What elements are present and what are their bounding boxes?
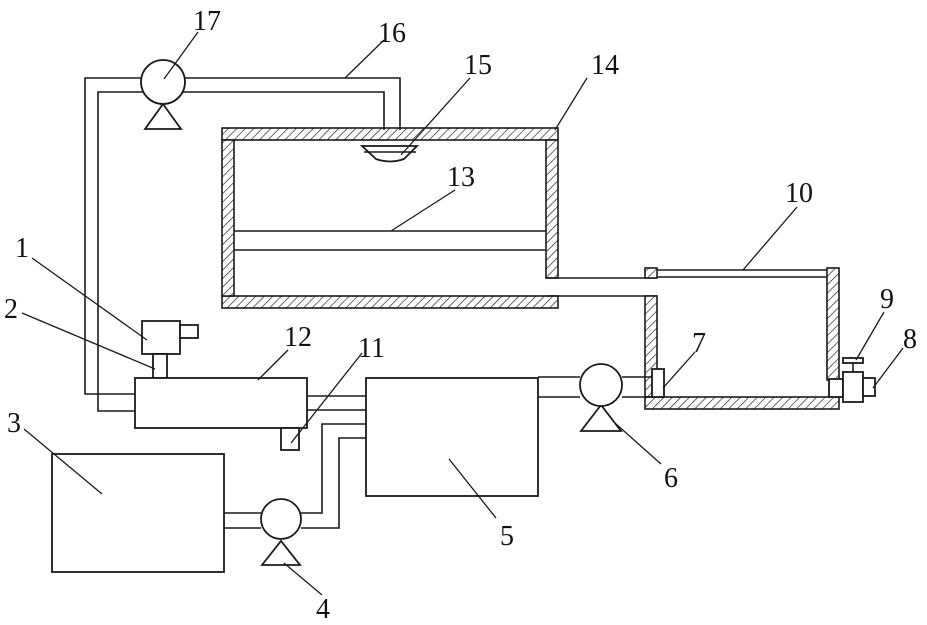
label-8: 8 <box>903 324 917 355</box>
device-1 <box>142 321 198 354</box>
label-15: 15 <box>464 50 492 81</box>
pump-4 <box>261 499 301 565</box>
label-14: 14 <box>591 50 619 81</box>
vessel-12 <box>135 378 307 428</box>
label-4: 4 <box>316 594 330 625</box>
label-9: 9 <box>880 284 894 315</box>
tank-10 <box>645 268 839 409</box>
nozzle-15 <box>362 146 417 162</box>
valve-9 <box>843 358 863 372</box>
pipe-12-to-5 <box>307 396 366 410</box>
drain-11 <box>281 428 299 450</box>
label-17: 17 <box>193 6 221 37</box>
label-13: 13 <box>447 162 475 193</box>
label-16: 16 <box>378 18 406 49</box>
pump-6 <box>580 364 622 431</box>
label-7: 7 <box>692 328 706 359</box>
inlet-7 <box>652 369 664 397</box>
label-12: 12 <box>284 322 312 353</box>
label-11: 11 <box>358 333 385 364</box>
label-5: 5 <box>500 521 514 552</box>
container-5 <box>366 378 538 496</box>
label-2: 2 <box>4 294 18 325</box>
connector-2 <box>153 354 167 378</box>
label-10: 10 <box>785 178 813 209</box>
chamber-outlet-pipe <box>546 278 657 296</box>
pump-17 <box>141 60 185 129</box>
label-1: 1 <box>15 233 29 264</box>
label-3: 3 <box>7 408 21 439</box>
label-6: 6 <box>664 463 678 494</box>
tank-3 <box>52 454 224 572</box>
